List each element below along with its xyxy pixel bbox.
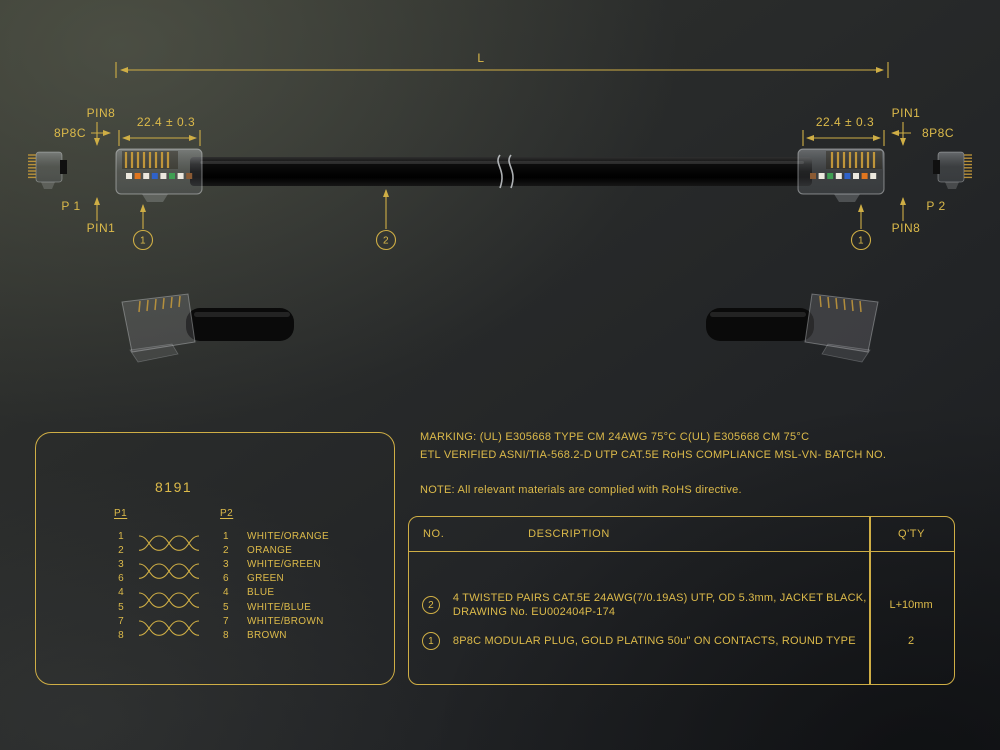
wiring-diagram-box: 8191 P1 P2 1 1 WHITE/ORANGE 2 2 ORANGE 3… — [35, 432, 395, 685]
wiring-row: 1 1 WHITE/ORANGE — [36, 529, 394, 543]
callout-1-right: 1 — [858, 236, 864, 247]
pin-number-right: 1 — [223, 530, 229, 542]
wire-color-label: GREEN — [247, 573, 285, 585]
callout-1-left: 1 — [140, 236, 146, 247]
wiring-col-p2: P2 — [220, 508, 234, 519]
pin-number-right: 6 — [223, 573, 229, 585]
pin-number-left: 6 — [118, 573, 124, 585]
bom-no-cell: 2 — [409, 596, 453, 614]
pin-number-left: 8 — [118, 629, 124, 641]
bom-table: NO. DESCRIPTION Q'TY 2 4 TWISTED PAIRS C… — [408, 516, 955, 685]
bom-header-no: NO. — [423, 528, 445, 540]
marking-notes: MARKING: (UL) E305668 TYPE CM 24AWG 75°C… — [420, 430, 980, 497]
callout-cable: 2 — [375, 189, 397, 251]
twisted-pair-icon — [138, 592, 200, 608]
left-pin1-label: PIN1 — [87, 221, 116, 235]
twisted-pair-icon — [138, 620, 200, 637]
wiring-col-p1: P1 — [114, 508, 128, 519]
wire-color-label: WHITE/BLUE — [247, 601, 312, 613]
right-dim-label: 22.4 ± 0.3 — [816, 115, 874, 129]
left-pin8-label: PIN8 — [87, 106, 116, 120]
pin-number-left: 7 — [118, 615, 124, 627]
callout-badge-1: 1 — [421, 632, 440, 650]
cable-body — [190, 154, 812, 189]
bom-header-qty: Q'TY — [897, 528, 926, 540]
wire-color-label: WHITE/GREEN — [247, 558, 321, 570]
wire-color-label: BROWN — [247, 629, 287, 641]
length-label: L — [477, 51, 484, 65]
bom-header-description: DESCRIPTION — [528, 528, 610, 540]
bom-description-line: DRAWING No. EU002404P-174 — [452, 606, 616, 618]
wiring-rows: 1 1 WHITE/ORANGE 2 2 ORANGE 3 3 WHITE/GR… — [36, 529, 394, 643]
wiring-row: 2 2 ORANGE — [36, 543, 394, 557]
right-labels: PIN1 8P8C P 2 PIN8 — [891, 106, 954, 235]
callout-plug-right: 1 — [850, 204, 872, 251]
bom-row-cable: 2 4 TWISTED PAIRS CAT.5E 24AWG(7/0.19AS)… — [409, 590, 954, 620]
wiring-row: 7 7 WHITE/BROWN — [36, 614, 394, 628]
right-plug-wires — [810, 173, 877, 179]
right-side-connector — [933, 151, 972, 189]
left-8p8c-label: 8P8C — [54, 126, 86, 140]
bom-no-cell: 1 — [409, 632, 453, 650]
left-p1-label: P 1 — [61, 199, 80, 213]
wire-color-label: ORANGE — [247, 544, 293, 556]
pin-number-left: 3 — [118, 558, 124, 570]
left-labels: PIN8 8P8C P 1 PIN1 — [54, 106, 115, 235]
right-plug-dimension: 22.4 ± 0.3 — [802, 115, 885, 146]
bom-description-line: 8P8C MODULAR PLUG, GOLD PLATING 50u" ON … — [452, 635, 856, 647]
length-dimension: L — [115, 51, 889, 78]
wiring-row: 8 8 BROWN — [36, 628, 394, 642]
bom-column-divider — [869, 517, 871, 684]
pin-number-left: 2 — [118, 544, 124, 556]
pin-number-right: 3 — [223, 558, 229, 570]
marking-line-2: ETL VERIFIED ASNI/TIA-568.2-D UTP CAT.5E… — [420, 449, 887, 461]
right-p2-label: P 2 — [926, 199, 945, 213]
right-8p8c-label: 8P8C — [922, 126, 954, 140]
pin-number-right: 5 — [223, 601, 229, 613]
pin-number-right: 2 — [223, 544, 229, 556]
wiring-row: 5 5 WHITE/BLUE — [36, 600, 394, 614]
pin-number-left: 5 — [118, 601, 124, 613]
wire-color-label: BLUE — [247, 587, 275, 599]
pin-number-left: 1 — [118, 530, 124, 542]
cable-diagram: L — [28, 51, 972, 363]
right-pin1-label: PIN1 — [892, 106, 921, 120]
twisted-pair-icon — [138, 563, 200, 580]
left-dim-label: 22.4 ± 0.3 — [137, 115, 195, 129]
bom-row-plug: 1 8P8C MODULAR PLUG, GOLD PLATING 50u" O… — [409, 629, 954, 653]
twisted-pair-icon — [138, 535, 200, 551]
bom-description-cell: 4 TWISTED PAIRS CAT.5E 24AWG(7/0.19AS) U… — [453, 591, 868, 619]
left-side-connector — [28, 151, 67, 189]
right-pin8-label: PIN8 — [892, 221, 921, 235]
wiring-row: 3 3 WHITE/GREEN — [36, 557, 394, 571]
bom-description-cell: 8P8C MODULAR PLUG, GOLD PLATING 50u" ON … — [453, 634, 868, 648]
right-plug-closeup — [706, 293, 879, 363]
bom-qty-cell: L+10mm — [889, 599, 933, 611]
bom-header: NO. DESCRIPTION Q'TY — [409, 517, 954, 552]
callout-2-cable: 2 — [383, 236, 389, 247]
right-plug-contacts — [830, 152, 876, 168]
callout-plug-left: 1 — [132, 204, 154, 251]
wire-color-label: WHITE/ORANGE — [247, 530, 329, 542]
drawing-number: 8191 — [155, 479, 193, 495]
cable-break-mark — [497, 154, 503, 189]
callout-badge-2: 2 — [421, 596, 440, 614]
pin-number-right: 4 — [223, 587, 229, 599]
left-plug-dimension: 22.4 ± 0.3 — [118, 115, 201, 146]
pin-number-right: 8 — [223, 629, 229, 641]
bom-description-line: 4 TWISTED PAIRS CAT.5E 24AWG(7/0.19AS) U… — [452, 592, 867, 604]
left-plug-closeup — [121, 293, 294, 363]
bom-qty-cell: 2 — [908, 635, 915, 647]
left-plug-wires — [126, 173, 193, 179]
wire-color-label: WHITE/BROWN — [247, 615, 324, 627]
pin-number-right: 7 — [223, 615, 229, 627]
left-plug — [115, 148, 203, 202]
right-plug — [797, 148, 885, 202]
left-plug-contacts — [124, 152, 170, 168]
wiring-row: 6 6 GREEN — [36, 572, 394, 586]
marking-line-1: MARKING: (UL) E305668 TYPE CM 24AWG 75°C… — [420, 431, 810, 443]
rohs-note: NOTE: All relevant materials are complie… — [420, 484, 742, 496]
pin-number-left: 4 — [118, 587, 124, 599]
wiring-row: 4 4 BLUE — [36, 586, 394, 600]
